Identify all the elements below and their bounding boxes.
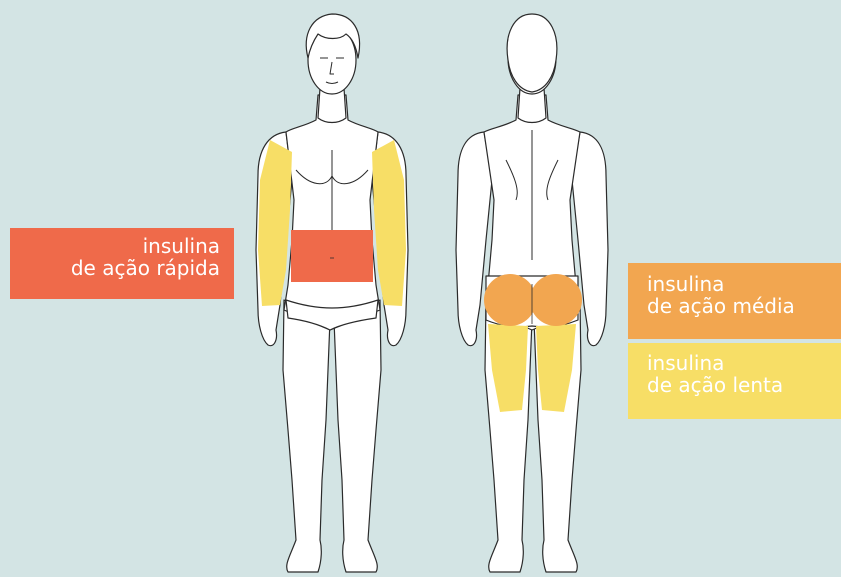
legend-slow-line1: insulina: [647, 352, 841, 374]
back-left-buttock-zone: [484, 274, 536, 326]
legend-slow-acting: insulina de ação lenta: [628, 343, 841, 419]
legend-rapid-acting: insulina de ação rápida: [10, 228, 234, 299]
legend-rapid-line1: insulina: [10, 235, 220, 257]
legend-medium-line2: de ação média: [647, 295, 841, 317]
back-right-buttock-zone: [530, 274, 582, 326]
front-right-leg: [334, 300, 381, 572]
legend-rapid-line2: de ação rápida: [10, 257, 220, 279]
legend-intermediate-acting: insulina de ação média: [628, 263, 841, 339]
legend-slow-line2: de ação lenta: [647, 374, 841, 396]
front-abdomen-zone: [291, 230, 373, 282]
front-left-leg: [283, 300, 330, 572]
back-hair: [507, 14, 557, 92]
legend-medium-line1: insulina: [647, 273, 841, 295]
